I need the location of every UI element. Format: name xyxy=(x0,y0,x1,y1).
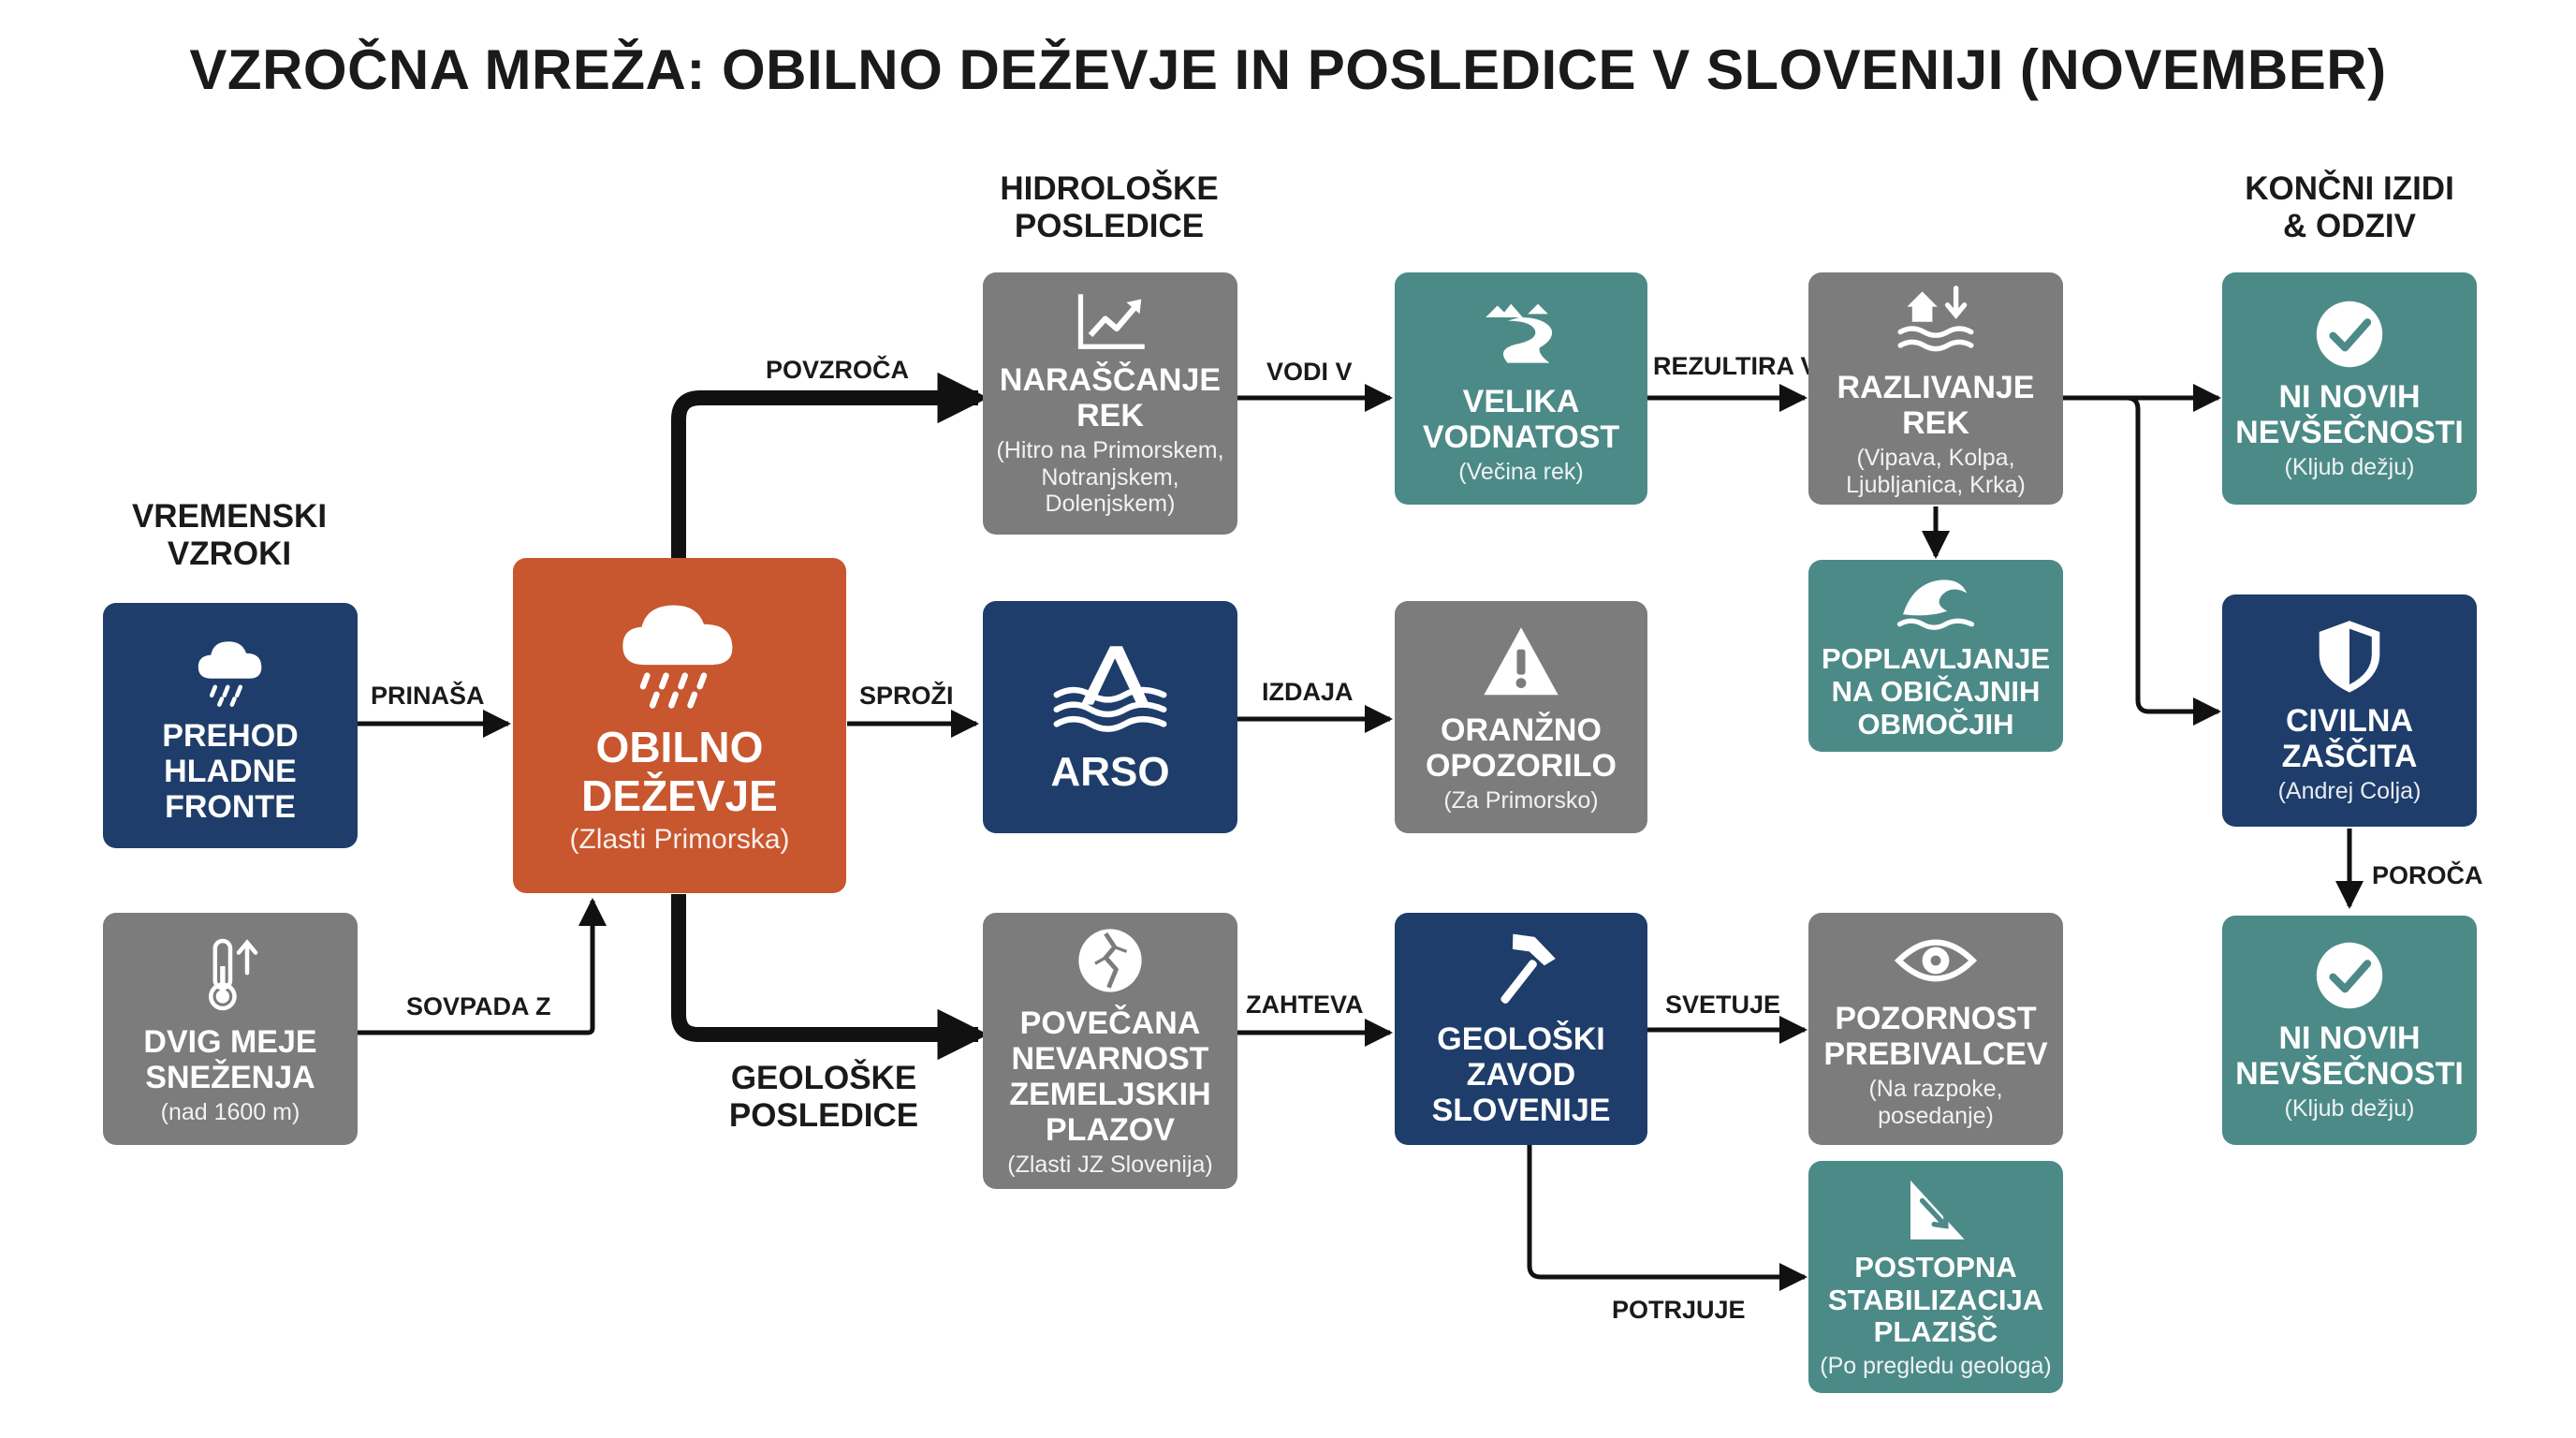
section-final-outcomes: KONČNI IZIDI & ODZIV xyxy=(2245,170,2454,245)
node-label: POSTOPNA STABILIZACIJA PLAZIŠČ xyxy=(1827,1251,2044,1349)
eye-icon xyxy=(1894,928,1978,993)
node-label: NARAŠČANJE REK xyxy=(999,361,1222,433)
warning-icon xyxy=(1479,621,1563,705)
node-label: CIVILNA ZAŠČITA xyxy=(2281,703,2418,775)
shield-icon xyxy=(2307,616,2392,696)
hammer-icon xyxy=(1479,930,1563,1014)
node-sublabel: (Andrej Colja) xyxy=(2277,778,2422,805)
arrow-povzroca xyxy=(671,372,988,558)
house-flood-icon xyxy=(1894,278,1978,362)
node-sublabel: (nad 1600 m) xyxy=(160,1098,300,1125)
node-sublabel: (Po pregledu geologa) xyxy=(1820,1353,2052,1380)
arrow-geo-branch xyxy=(671,894,988,1061)
node-landslide-risk: POVEČANA NEVARNOST ZEMELJSKIH PLAZOV (Zl… xyxy=(983,913,1237,1189)
node-heavy-rain: OBILNO DEŽEVJE (Zlasti Primorska) xyxy=(513,558,846,893)
node-label: GEOLOŠKI ZAVOD SLOVENIJE xyxy=(1431,1020,1611,1129)
node-label: DVIG MEJE SNEŽENJA xyxy=(143,1023,317,1095)
node-label: OBILNO DEŽEVJE xyxy=(581,723,778,820)
cracked-ground-icon xyxy=(1068,923,1152,998)
node-label: ARSO xyxy=(1050,749,1170,796)
edge-label-vodi-v: VODI V xyxy=(1266,358,1353,386)
node-high-water: VELIKA VODNATOST (Večina rek) xyxy=(1395,272,1647,505)
edge-label-poroca: POROČA xyxy=(2372,861,2483,889)
node-cold-front: PREHOD HLADNE FRONTE xyxy=(103,603,358,848)
node-rising-rivers: NARAŠČANJE REK (Hitro na Primorskem, Not… xyxy=(983,272,1237,535)
edge-label-svetuje: SVETUJE xyxy=(1665,990,1781,1019)
edge-label-sovpada-z: SOVPADA Z xyxy=(406,992,551,1020)
edge-label-prinasa: PRINAŠA xyxy=(371,682,485,710)
node-no-incidents-bottom: NI NOVIH NEVŠEČNOSTI (Kljub dežju) xyxy=(2222,916,2477,1145)
arso-logo-icon xyxy=(1049,638,1171,741)
check-circle-icon xyxy=(2307,938,2392,1013)
rising-chart-icon xyxy=(1068,289,1152,355)
node-sublabel: (Kljub dežju) xyxy=(2284,1095,2415,1123)
node-sublabel: (Kljub dežju) xyxy=(2284,453,2415,480)
node-label: ORANŽNO OPOZORILO xyxy=(1426,712,1617,784)
edge-label-potrjuje: POTRJUJE xyxy=(1612,1296,1746,1324)
diagram-title: VZROČNA MREŽA: OBILNO DEŽEVJE IN POSLEDI… xyxy=(189,38,2387,101)
node-label: NI NOVIH NEVŠEČNOSTI xyxy=(2235,378,2464,450)
node-stabilization: POSTOPNA STABILIZACIJA PLAZIŠČ (Po pregl… xyxy=(1808,1161,2063,1393)
node-no-incidents-top: NI NOVIH NEVŠEČNOSTI (Kljub dežju) xyxy=(2222,272,2477,505)
edge-label-povzroca: POVZROČA xyxy=(766,356,910,384)
section-geological-consequences: GEOLOŠKE POSLEDICE xyxy=(728,1060,919,1135)
section-weather-causes: VREMENSKI VZROKI xyxy=(131,498,328,573)
node-sublabel: (Hitro na Primorskem, Notranjskem, Dolen… xyxy=(996,436,1224,518)
section-hydrological-consequences: HIDROLOŠKE POSLEDICE xyxy=(1000,170,1219,245)
heavy-rain-icon xyxy=(609,594,750,716)
check-circle-icon xyxy=(2307,297,2392,372)
edge-label-sprozi: SPROŽI xyxy=(859,682,954,710)
node-sublabel: (Zlasti Primorska) xyxy=(569,824,790,856)
edge-label-zahteva: ZAHTEVA xyxy=(1246,990,1364,1019)
arrow-potrjuje xyxy=(1527,1144,1808,1291)
thermometer-up-icon xyxy=(188,932,272,1017)
node-sublabel: (Vipava, Kolpa, Ljubljanica, Krka) xyxy=(1846,445,2026,499)
node-orange-warning: ORANŽNO OPOZORILO (Za Primorsko) xyxy=(1395,601,1647,833)
node-sublabel: (Večina rek) xyxy=(1458,458,1584,485)
node-label: NI NOVIH NEVŠEČNOSTI xyxy=(2235,1020,2464,1093)
river-icon xyxy=(1479,292,1563,376)
node-snow-line: DVIG MEJE SNEŽENJA (nad 1600 m) xyxy=(103,913,358,1145)
node-label: VELIKA VODNATOST xyxy=(1422,383,1620,455)
node-geological-institute: GEOLOŠKI ZAVOD SLOVENIJE xyxy=(1395,913,1647,1145)
node-label: POPLAVLJANJE NA OBIČAJNIH OBMOČJIH xyxy=(1821,642,2051,741)
node-river-overflow: RAZLIVANJE REK (Vipava, Kolpa, Ljubljani… xyxy=(1808,272,2063,505)
node-label: POVEČANA NEVARNOST ZEMELJSKIH PLAZOV xyxy=(1009,1005,1211,1149)
node-label: PREHOD HLADNE FRONTE xyxy=(162,717,299,826)
arrow-sovpada-z xyxy=(358,898,607,1035)
node-sublabel: (Za Primorsko) xyxy=(1443,786,1599,814)
node-residents-alert: POZORNOST PREBIVALCEV (Na razpoke, posed… xyxy=(1808,913,2063,1145)
node-sublabel: (Zlasti JZ Slovenija) xyxy=(1007,1152,1213,1179)
node-label: RAZLIVANJE REK xyxy=(1837,370,2035,442)
node-sublabel: (Na razpoke, posedanje) xyxy=(1868,1076,2003,1130)
rain-cloud-icon xyxy=(188,626,272,711)
edge-label-rezultira-v: REZULTIRA V xyxy=(1653,352,1818,380)
node-usual-flooding: POPLAVLJANJE NA OBIČAJNIH OBMOČJIH xyxy=(1808,560,2063,752)
edge-label-izdaja: IZDAJA xyxy=(1262,678,1354,706)
node-civil-protection: CIVILNA ZAŠČITA (Andrej Colja) xyxy=(2222,594,2477,827)
node-label: POZORNOST PREBIVALCEV xyxy=(1823,1001,2048,1073)
wave-icon xyxy=(1894,570,1978,636)
arrow-to-civil-protection xyxy=(2062,395,2221,726)
node-arso: ARSO xyxy=(983,601,1237,833)
slope-arrow-icon xyxy=(1894,1174,1978,1244)
